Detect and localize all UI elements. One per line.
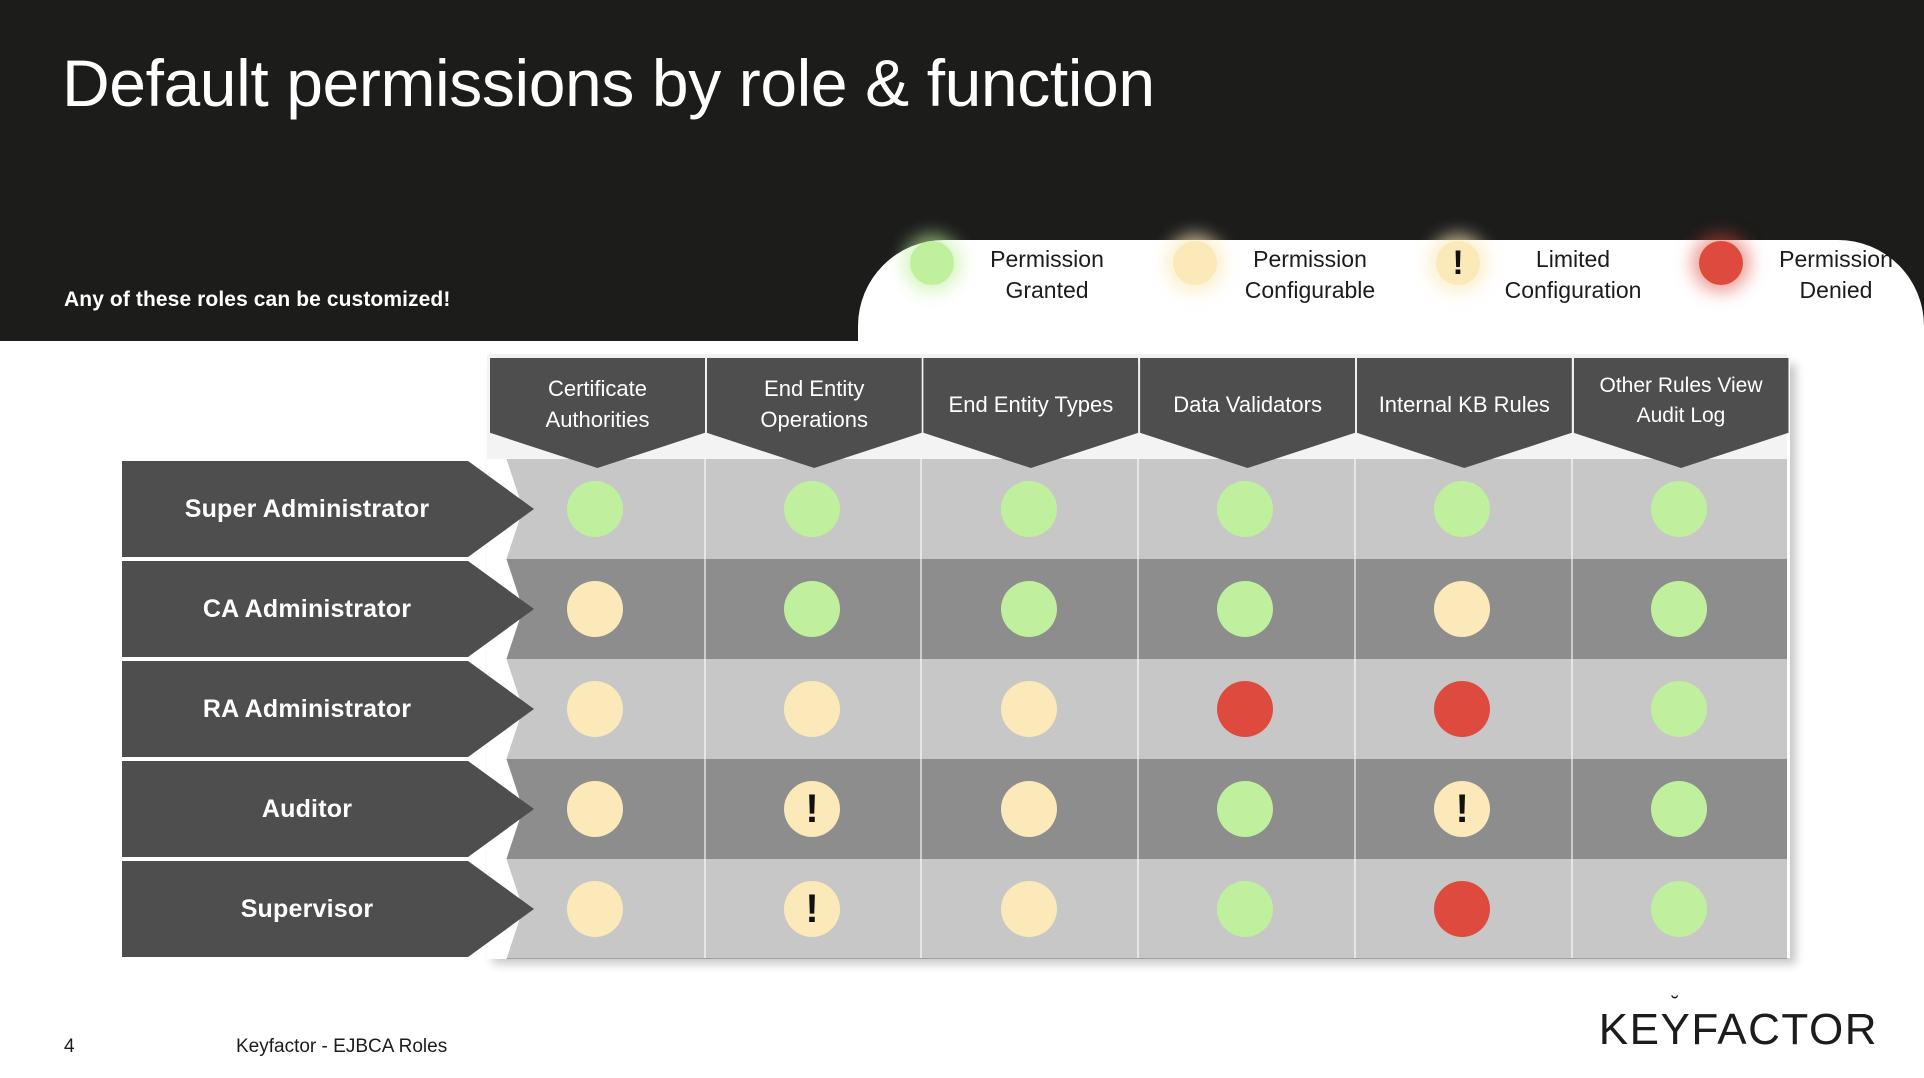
cell-green-icon[interactable] [567,481,624,537]
logo-after: FACTOR [1691,1005,1878,1054]
column-divider [703,458,706,958]
green-dot-icon [910,241,954,285]
cell-green-icon[interactable] [1217,881,1274,937]
cell-cream-icon[interactable] [1000,881,1057,937]
legend-item-2: ! Limited Configuration [1436,241,1657,306]
cell-cream-icon[interactable] [784,681,841,737]
cell-red-icon[interactable] [1217,681,1274,737]
red-dot-icon [1699,241,1743,285]
column-divider [1353,458,1356,958]
cell-green-icon[interactable] [784,481,841,537]
logo-breve-icon: ˘ [1671,993,1681,1016]
cell-cream-icon[interactable] [1434,581,1491,637]
cell-green-icon[interactable] [1650,481,1707,537]
cell-green-icon[interactable] [1217,481,1274,537]
cell-cream-icon[interactable] [1000,681,1057,737]
legend-label: Limited Configuration [1504,246,1642,303]
exclamation-glyph: ! [805,887,819,931]
exclamation-glyph: ! [1452,244,1464,282]
cell-cream-icon[interactable] [567,581,624,637]
page-title: Default permissions by role & function [62,46,1155,120]
row-label-1[interactable]: CA Administrator [122,561,534,657]
logo-before: KE [1598,1005,1661,1054]
legend-panel: Permission Granted Permission Configurabl… [858,240,1924,350]
cell-green-icon[interactable] [1650,581,1707,637]
column-header-0[interactable]: Certificate Authorities [490,358,705,468]
cell-green-icon[interactable] [1000,581,1057,637]
cell-green-icon[interactable] [1434,481,1491,537]
exclamation-glyph: ! [1455,787,1469,831]
exclamation-glyph: ! [805,787,819,831]
column-divider [1570,458,1573,958]
logo-y: ˘Y [1660,994,1692,1055]
cell-red-icon[interactable] [1434,681,1491,737]
row-label-4[interactable]: Supervisor [122,861,534,957]
cream-dot-icon [1173,241,1217,285]
cell-green-icon[interactable] [1650,881,1707,937]
exclamation-icon: ! [1436,241,1480,285]
subtitle-note: Any of these roles can be customized! [64,288,451,311]
matrix-row-band [487,859,1787,959]
column-divider [1137,458,1140,958]
row-label-3[interactable]: Auditor [122,761,534,857]
matrix-row-band [487,759,1787,859]
legend-item-1: Permission Configurable [1173,241,1394,306]
cell-green-icon[interactable] [1650,781,1707,837]
cell-green-icon[interactable] [1217,581,1274,637]
cell-green-icon[interactable] [1650,681,1707,737]
cell-green-icon[interactable] [784,581,841,637]
legend-label: Permission Granted [990,246,1104,303]
cell-limited-icon[interactable]: ! [1434,781,1491,837]
cell-green-icon[interactable] [1217,781,1274,837]
legend-label: Permission Configurable [1244,246,1376,303]
matrix-row-band [487,559,1787,659]
row-label-2[interactable]: RA Administrator [122,661,534,757]
cell-cream-icon[interactable] [567,881,624,937]
matrix-row-band [487,459,1787,559]
cell-limited-icon[interactable]: ! [784,881,841,937]
row-label-0[interactable]: Super Administrator [122,461,534,557]
page-number: 4 [64,1036,75,1057]
legend-item-0: Permission Granted [910,241,1131,306]
cell-cream-icon[interactable] [1000,781,1057,837]
legend-label: Permission Denied [1779,246,1893,303]
cell-cream-icon[interactable] [567,781,624,837]
column-divider [920,458,923,958]
logo-y-letter: Y [1660,1005,1692,1054]
cell-green-icon[interactable] [1000,481,1057,537]
keyfactor-logo: KE˘YFACTOR [1598,994,1878,1055]
deck-title: Keyfactor - EJBCA Roles [236,1036,448,1057]
cell-red-icon[interactable] [1434,881,1491,937]
legend-item-3: Permission Denied [1699,241,1920,306]
cell-limited-icon[interactable]: ! [784,781,841,837]
cell-cream-icon[interactable] [567,681,624,737]
matrix-row-band [487,659,1787,759]
